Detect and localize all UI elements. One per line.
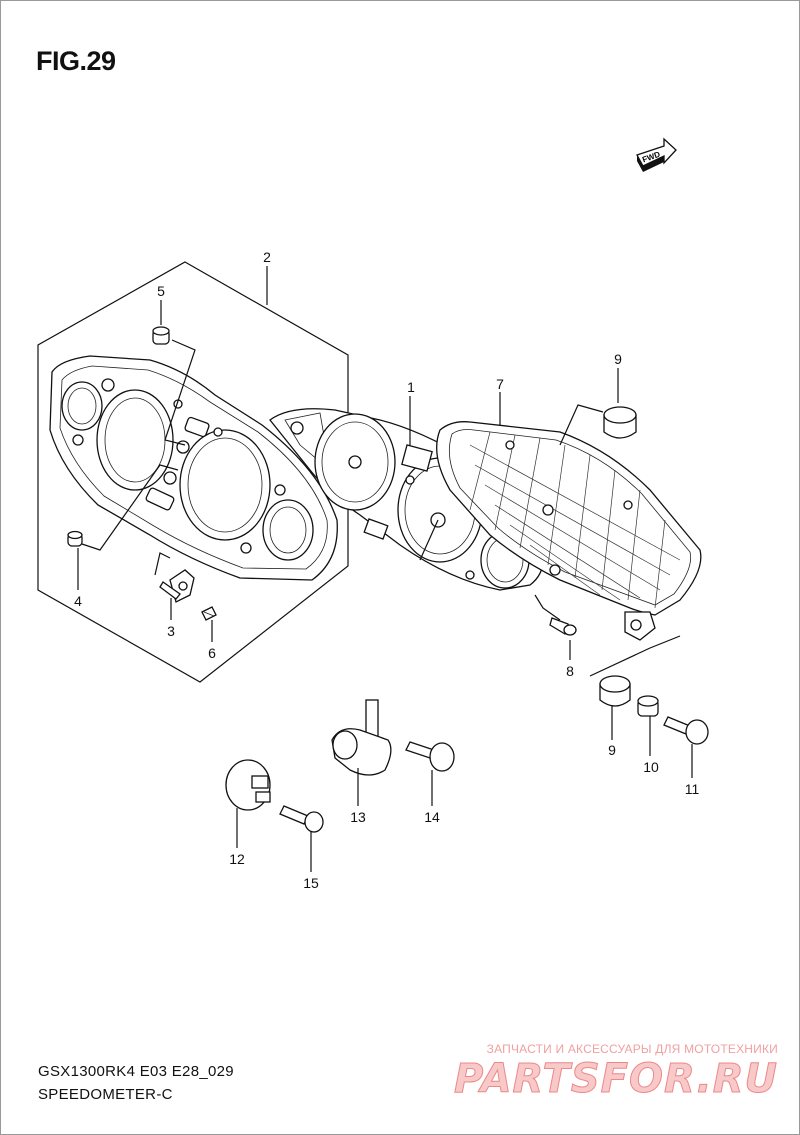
callout-3: 3 bbox=[167, 623, 175, 639]
callout-15: 15 bbox=[303, 875, 319, 891]
leader-lines bbox=[77, 266, 693, 872]
grommet-part-9-upper bbox=[603, 406, 637, 439]
sensor-part-13 bbox=[331, 699, 392, 776]
callout-6: 6 bbox=[208, 645, 216, 661]
meter-cover-part-2 bbox=[49, 355, 338, 581]
screw-part-6 bbox=[201, 606, 217, 621]
callout-1: 1 bbox=[407, 379, 415, 395]
meter-case-part-7 bbox=[436, 421, 702, 641]
bolt-part-14 bbox=[405, 741, 455, 772]
grommet-part-5 bbox=[152, 326, 170, 345]
callout-8: 8 bbox=[566, 663, 574, 679]
callout-14: 14 bbox=[424, 809, 440, 825]
model-code: GSX1300RK4 E03 E28_029 bbox=[38, 1063, 234, 1080]
callout-9-upper: 9 bbox=[614, 351, 622, 367]
callout-4: 4 bbox=[74, 593, 82, 609]
group-outline-2 bbox=[37, 261, 349, 683]
collar-part-10 bbox=[637, 695, 659, 717]
bolt-part-11 bbox=[663, 716, 709, 745]
callout-12: 12 bbox=[229, 851, 245, 867]
watermark-logo: PARTSFOR.RU bbox=[454, 1056, 778, 1102]
watermark: ЗАПЧАСТИ И АКСЕССУАРЫ ДЛЯ МОТОТЕХНИКИ PA… bbox=[453, 1042, 778, 1103]
grommet-part-9-lower bbox=[599, 675, 631, 707]
section-name: SPEEDOMETER-C bbox=[38, 1086, 173, 1103]
figure-title: FIG.29 bbox=[36, 46, 116, 76]
screw-part-8 bbox=[549, 617, 577, 636]
callout-7: 7 bbox=[496, 376, 504, 392]
callout-11: 11 bbox=[685, 781, 700, 797]
fwd-arrow-icon: FWD bbox=[636, 137, 677, 172]
callout-5: 5 bbox=[157, 283, 165, 299]
screw-part-15 bbox=[279, 805, 324, 833]
callout-2: 2 bbox=[263, 249, 271, 265]
callout-13: 13 bbox=[350, 809, 366, 825]
callout-10: 10 bbox=[643, 759, 659, 775]
grommet-part-4 bbox=[67, 530, 83, 547]
watermark-caption: ЗАПЧАСТИ И АКСЕССУАРЫ ДЛЯ МОТОТЕХНИКИ bbox=[487, 1042, 778, 1056]
bracket-part-3 bbox=[159, 569, 195, 603]
callout-9-lower: 9 bbox=[608, 742, 616, 758]
bulb-socket-part-12 bbox=[225, 759, 271, 811]
